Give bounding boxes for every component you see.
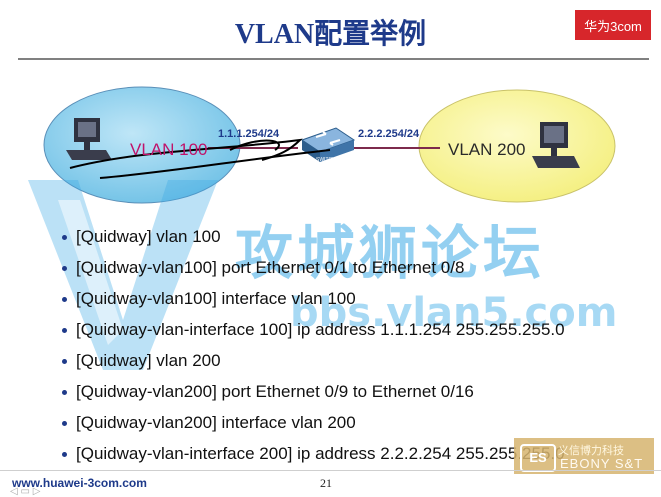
ip-right-label: 2.2.2.254/24	[358, 128, 420, 140]
scribble-1	[69, 138, 303, 169]
pc-left-icon	[66, 118, 112, 160]
command-item: [Quidway-vlan100] port Ethernet 0/1 to E…	[62, 257, 565, 288]
scribble-3	[229, 139, 280, 151]
command-item: [Quidway-vlan200] interface vlan 200	[62, 412, 565, 443]
title-divider	[18, 58, 649, 60]
scribble-2	[99, 149, 331, 179]
huawei-3com-logo: 华为3com	[575, 10, 651, 40]
switch-icon	[300, 127, 356, 162]
ip-left-label: 1.1.1.254/24	[218, 128, 280, 140]
command-item: [Quidway-vlan200] port Ethernet 0/9 to E…	[62, 381, 565, 412]
ebony-badge: ES	[520, 444, 556, 472]
command-item: [Quidway-vlan-interface 200] ip address …	[62, 443, 565, 474]
vlan-200-label: VLAN 200	[448, 140, 526, 159]
ebony-watermark: ES 义信博力科技 EBONY S&T	[514, 438, 654, 474]
command-list: [Quidway] vlan 100 [Quidway-vlan100] por…	[62, 226, 565, 474]
pc-right-icon	[532, 122, 580, 168]
footer-url[interactable]: www.huawei-3com.com	[12, 476, 147, 490]
slide-nav-icon[interactable]: ◁ ▭ ▷	[10, 486, 41, 497]
command-item: [Quidway] vlan 100	[62, 226, 565, 257]
command-item: [Quidway] vlan 200	[62, 350, 565, 381]
switch-label: SWITCH	[316, 157, 336, 163]
ebony-en-text: EBONY S&T	[560, 456, 644, 471]
vlan-200-zone	[418, 89, 616, 203]
ebony-cn-text: 义信博力科技	[558, 445, 624, 457]
command-item: [Quidway-vlan-interface 100] ip address …	[62, 319, 565, 350]
command-item: [Quidway-vlan100] interface vlan 100	[62, 288, 565, 319]
footer-divider	[0, 470, 661, 471]
page-number: 21	[320, 476, 332, 490]
network-diagram: SWITCH VLAN 100 VLAN 200 1.1.1.254/24 2.…	[43, 86, 616, 204]
vlan-100-label: VLAN 100	[130, 140, 208, 159]
slide-title: VLAN配置举例	[234, 19, 427, 50]
